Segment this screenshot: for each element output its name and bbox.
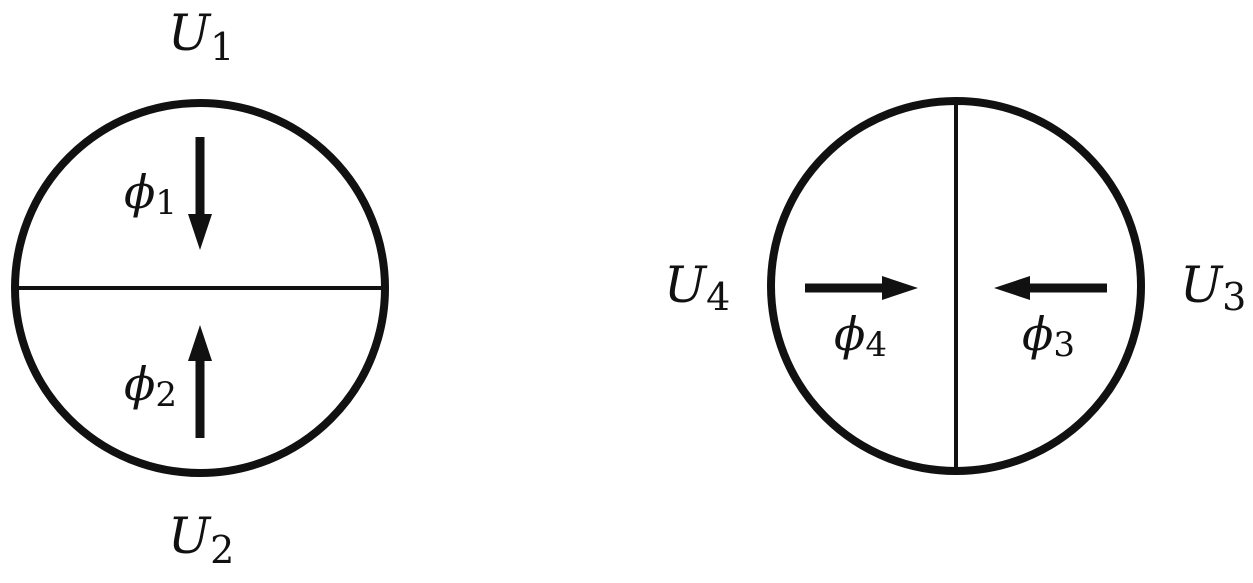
label-phi1: ϕ1 (124, 165, 177, 223)
label-u1-base: U (168, 4, 212, 62)
label-phi1-base: ϕ (124, 165, 155, 219)
label-phi1-sub: 1 (155, 183, 177, 223)
right-circle (767, 97, 1145, 475)
label-u3-base: U (1180, 256, 1224, 314)
label-phi3: ϕ3 (1022, 307, 1075, 365)
phi2-arrow-up (188, 325, 212, 438)
label-phi2-sub: 2 (155, 375, 177, 415)
label-u2: U2 (168, 507, 234, 572)
label-u4-base: U (664, 256, 708, 314)
phi4-arrow-right (805, 276, 918, 300)
left-circle (11, 99, 389, 477)
label-u4-sub: 4 (706, 275, 730, 319)
label-u2-sub: 2 (210, 528, 234, 572)
phi3-arrow-left (994, 276, 1107, 300)
label-phi2-base: ϕ (124, 357, 155, 411)
label-phi4-base: ϕ (834, 307, 865, 361)
label-u4: U4 (664, 256, 730, 319)
label-phi4: ϕ4 (834, 307, 887, 365)
right-circle-group: U4 U3 ϕ4 ϕ3 (664, 97, 1246, 475)
label-phi3-sub: 3 (1053, 325, 1075, 365)
label-phi3-base: ϕ (1022, 307, 1053, 361)
label-u1: U1 (168, 4, 234, 69)
phi1-arrow-down (188, 137, 212, 250)
label-phi2: ϕ2 (124, 357, 177, 415)
label-u3-sub: 3 (1222, 275, 1246, 319)
label-phi4-sub: 4 (865, 325, 887, 365)
left-circle-group: U1 U2 ϕ1 ϕ2 (11, 4, 389, 572)
label-u2-base: U (168, 507, 212, 565)
label-u1-sub: 1 (210, 25, 234, 69)
label-u3: U3 (1180, 256, 1246, 319)
